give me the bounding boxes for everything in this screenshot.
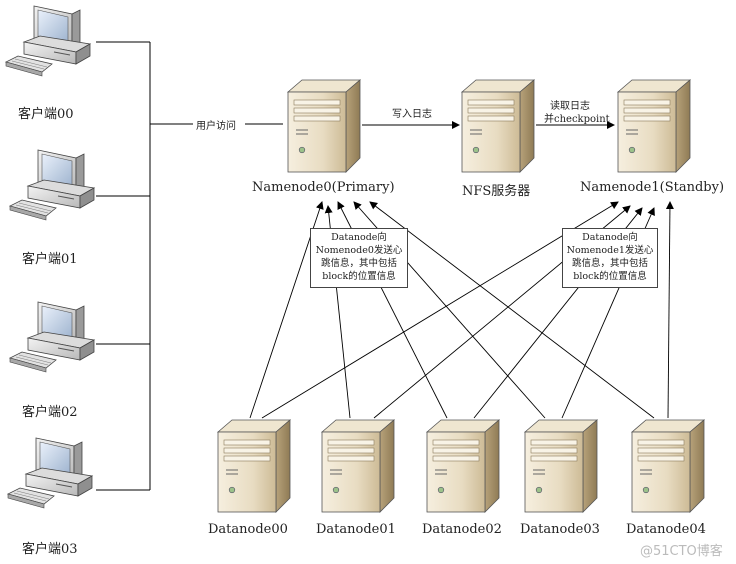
nfs-server-label: NFS服务器 xyxy=(462,184,531,199)
datanode-label-0: Datanode00 xyxy=(208,522,288,537)
heartbeat-note-standby: Datanode向 Nomenode1发送心 跳信息，其中包括 block的位置… xyxy=(562,228,658,288)
note-standby-line-3: 跳信息，其中包括 xyxy=(571,258,648,269)
datanode-server-icon-2 xyxy=(426,419,500,513)
datanode-server-icon-1 xyxy=(321,419,395,513)
note-primary-line-4: block的位置信息 xyxy=(322,271,396,282)
note-standby-line-2: Nomenode1发送心 xyxy=(566,245,654,256)
checkpoint-label: 并checkpoint xyxy=(544,114,610,125)
note-primary-line-3: 跳信息，其中包括 xyxy=(320,258,397,269)
client-pc-icon-0 xyxy=(5,5,91,77)
client-label-1: 客户端01 xyxy=(22,252,78,267)
namenode-primary-label: Namenode0(Primary) xyxy=(252,180,395,195)
client-bus-lines xyxy=(96,41,283,491)
note-primary-line-2: Nomenode0发送心 xyxy=(315,245,403,256)
note-standby-line-1: Datanode向 xyxy=(582,232,638,243)
datanode-label-2: Datanode02 xyxy=(422,522,502,537)
nfs-server-icon xyxy=(461,79,535,173)
client-label-3: 客户端03 xyxy=(22,542,78,557)
datanode-label-3: Datanode03 xyxy=(520,522,600,537)
client-pc-icon-2 xyxy=(9,301,95,373)
datanode-server-icon-4 xyxy=(631,419,705,513)
note-standby-line-4: block的位置信息 xyxy=(573,271,647,282)
datanode-server-icon-3 xyxy=(524,419,598,513)
watermark: @51CTO博客 xyxy=(640,544,723,559)
heartbeat-note-primary: Datanode向 Nomenode0发送心 跳信息，其中包括 block的位置… xyxy=(310,228,408,288)
client-label-0: 客户端00 xyxy=(18,107,74,122)
user-access-label: 用户访问 xyxy=(196,121,236,132)
datanode-label-4: Datanode04 xyxy=(626,522,706,537)
namenode-primary-server-icon xyxy=(287,79,361,173)
read-log-label: 读取日志 xyxy=(550,101,590,112)
client-label-2: 客户端02 xyxy=(22,405,78,420)
write-log-label: 写入日志 xyxy=(392,109,432,120)
namenode-standby-server-icon xyxy=(617,79,691,173)
namenode-standby-label: Namenode1(Standby) xyxy=(580,180,725,195)
datanode-server-icon-0 xyxy=(217,419,291,513)
client-pc-icon-1 xyxy=(9,149,95,221)
datanode-label-1: Datanode01 xyxy=(316,522,396,537)
client-pc-icon-3 xyxy=(7,437,93,509)
note-primary-line-1: Datanode向 xyxy=(331,232,387,243)
